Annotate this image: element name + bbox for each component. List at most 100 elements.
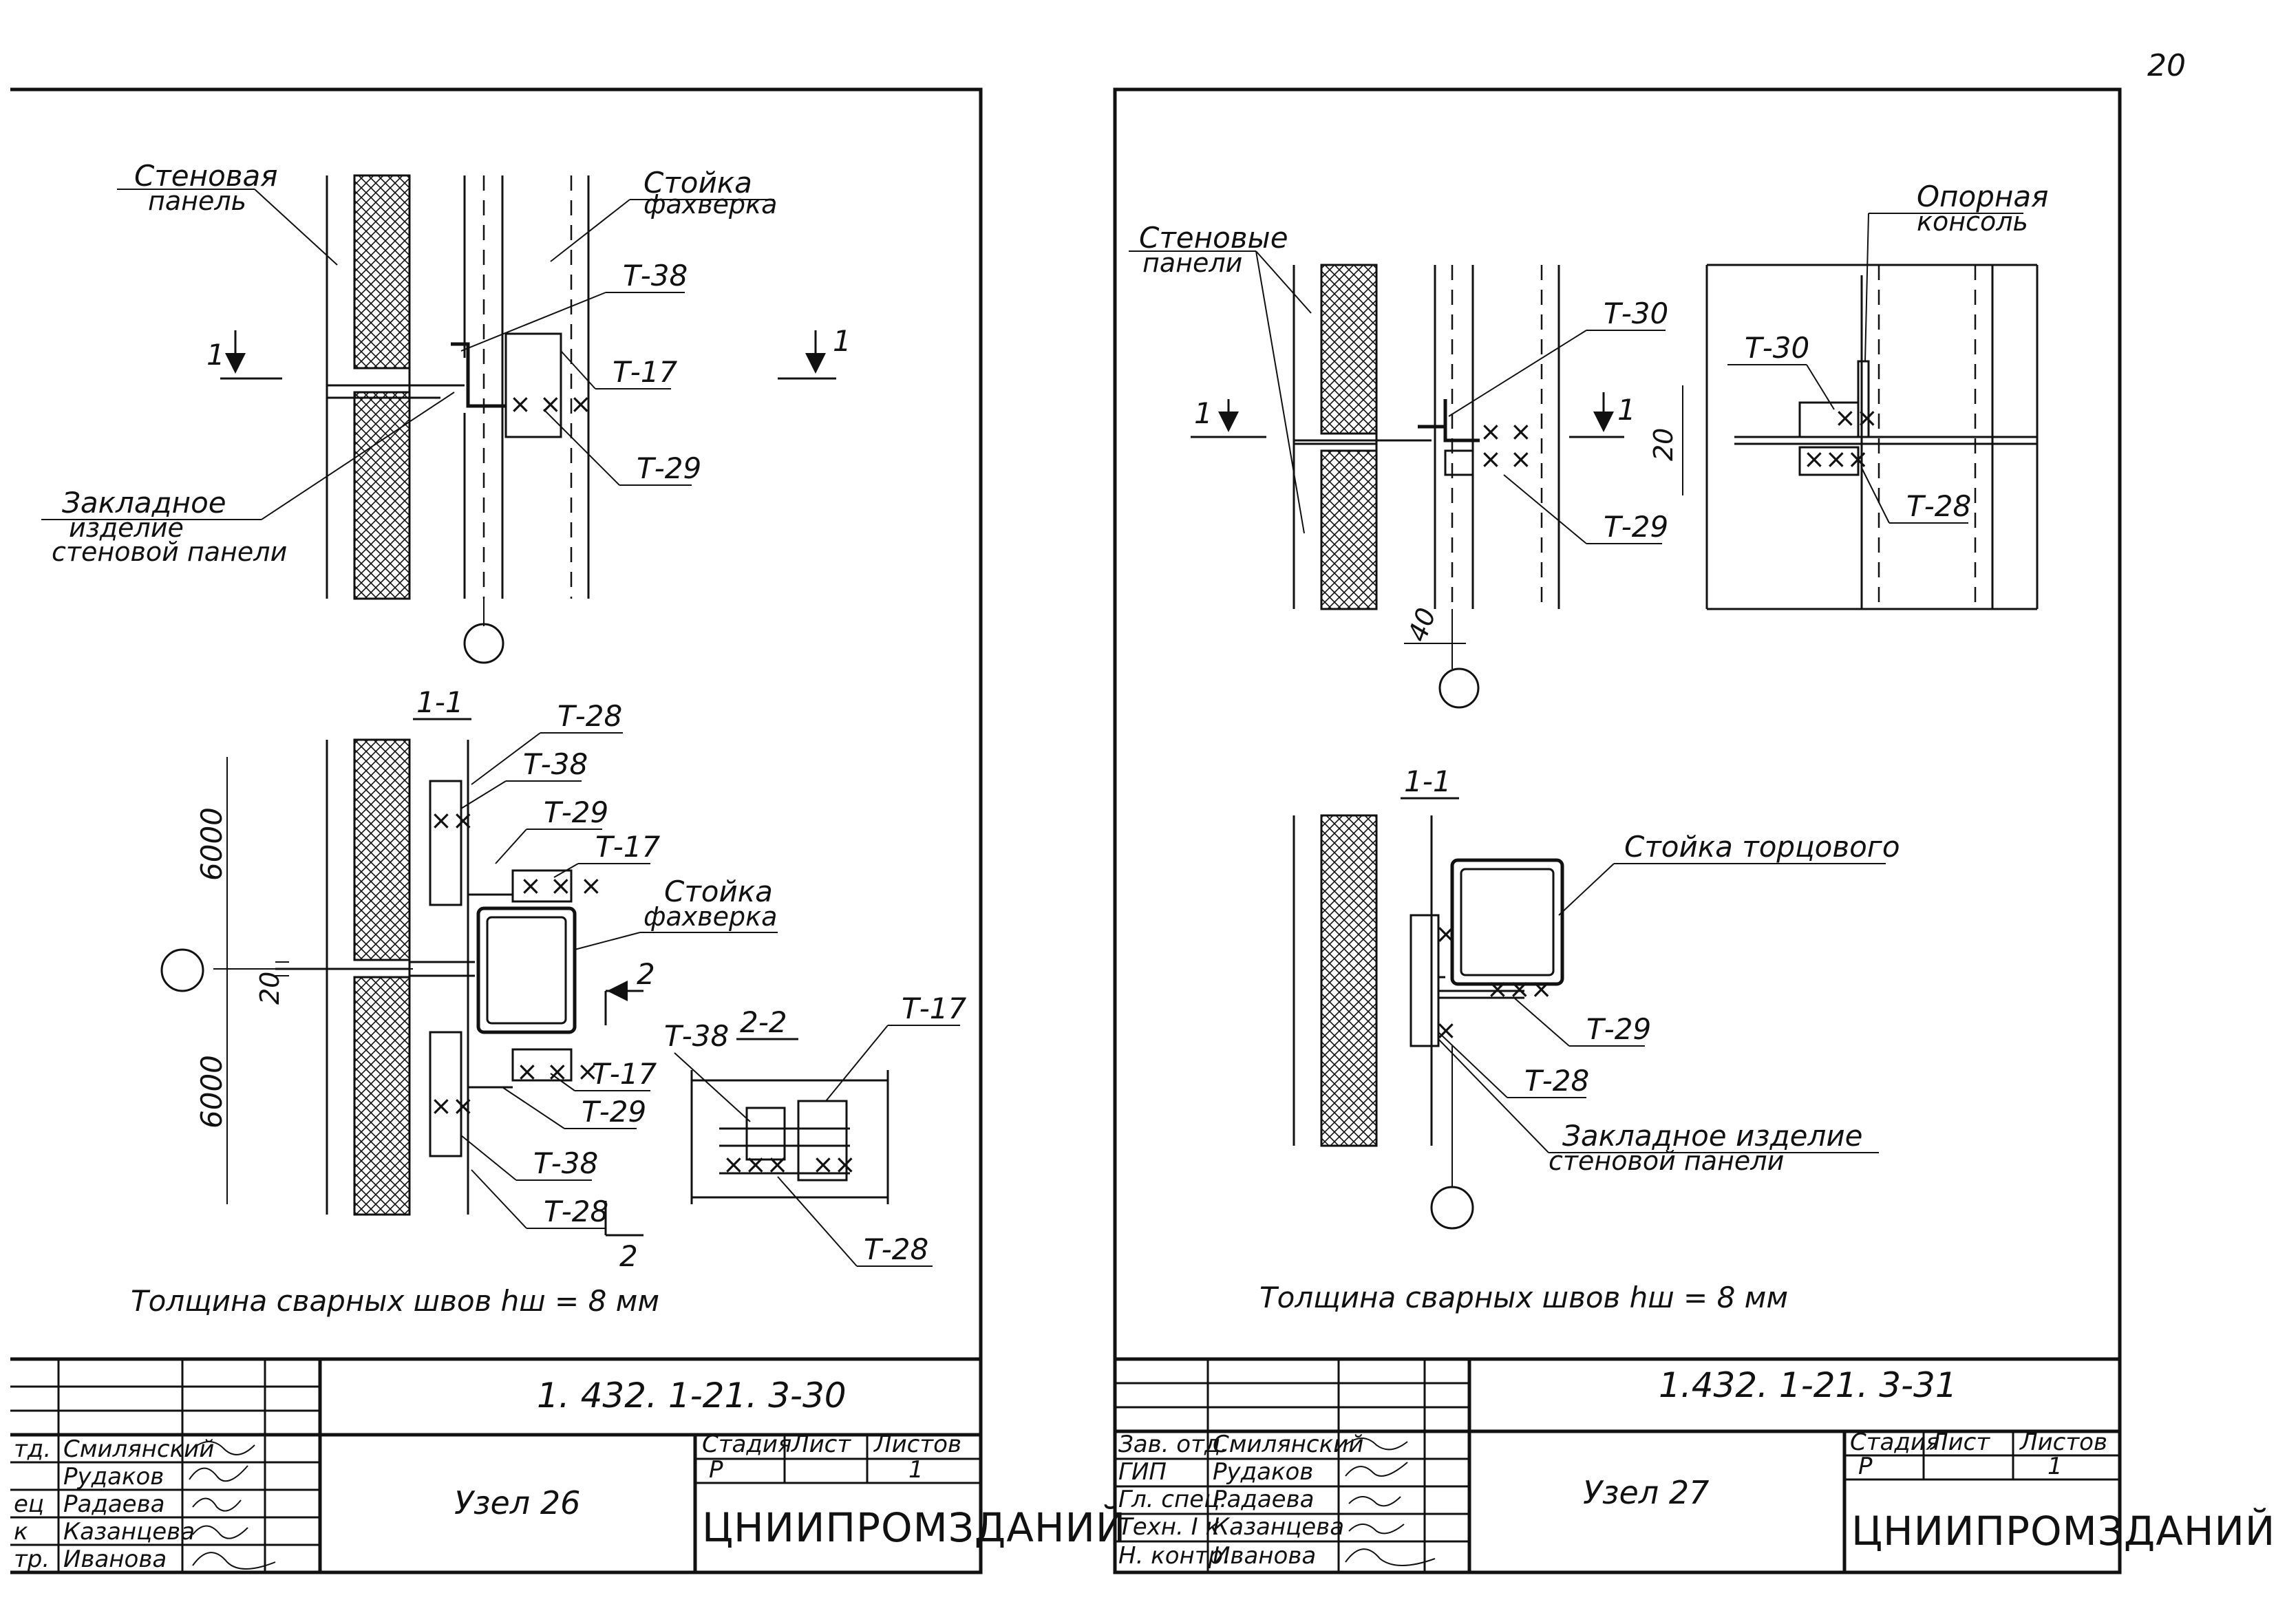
- right-node-title: Узел 27: [1583, 1474, 1709, 1511]
- right-role-1: Зав. отд.: [1118, 1431, 1228, 1458]
- label-post-section: Стойка: [664, 875, 773, 908]
- svg-text:фахверка: фахверка: [643, 901, 777, 932]
- label-t28-c: Т-28: [864, 1232, 928, 1266]
- svg-text:× × ×: × × ×: [516, 1056, 599, 1087]
- svg-text:тд.: тд.: [14, 1435, 51, 1463]
- dim-20-right: 20: [1648, 428, 1679, 461]
- label-embedded: Закладное: [62, 486, 226, 520]
- right-role-5: Н. контр.: [1118, 1542, 1231, 1570]
- right-weld-note: Толщина сварных швов hш = 8 мм: [1259, 1281, 1788, 1314]
- right-sheets-value: 1: [2047, 1453, 2063, 1480]
- svg-text:изделие: изделие: [69, 513, 184, 543]
- left-title-block: 1. 432. 1-21. 3-30 Узел 26 Стадия Лист Л…: [10, 1357, 1126, 1573]
- signature-4: [192, 1525, 248, 1539]
- section-mark-left: 1: [206, 338, 225, 372]
- left-name-2: Рудаков: [63, 1463, 164, 1491]
- right-section-mark-right: 1: [1617, 393, 1636, 427]
- label-t29-a-right: Т-29: [1604, 510, 1668, 544]
- left-name-3: Радаева: [63, 1491, 164, 1518]
- signature-2: [189, 1465, 248, 1482]
- right-name-2: Рудаков: [1213, 1458, 1313, 1486]
- left-name-1: Смилянский: [63, 1435, 214, 1463]
- label-t38-top: Т-38: [623, 259, 688, 292]
- label-wall-panel: Стеновая: [134, 159, 278, 193]
- left-name-5: Иванова: [63, 1546, 167, 1573]
- left-elevation: × × × 1 1 Стеновая панель Стойка фахверк…: [41, 159, 851, 664]
- label-t17-a: Т-17: [595, 830, 661, 864]
- svg-text:× × ×: × × ×: [520, 870, 602, 901]
- svg-text:×: ×: [1435, 919, 1457, 949]
- label-t38-b: Т-38: [533, 1146, 598, 1180]
- dim-20-left: 20: [255, 972, 285, 1005]
- label-embedded-right: Закладное изделие: [1562, 1119, 1863, 1153]
- left-section-title: 1-1: [416, 685, 464, 719]
- svg-text:××: ××: [430, 805, 474, 835]
- svg-text:фахверка: фахверка: [643, 189, 777, 220]
- label-t17-c: Т-17: [902, 992, 967, 1025]
- right-role-2: ГИП: [1118, 1458, 1167, 1486]
- section-2-title: 2-2: [740, 1005, 787, 1039]
- svg-text:××: ××: [812, 1149, 856, 1179]
- svg-text:тр.: тр.: [14, 1546, 50, 1573]
- right-section-1-1: 1-1 ××× × × Стойка торцового Т-29 Т-28 З…: [1293, 765, 1900, 1230]
- svg-text:×××: ×××: [1803, 444, 1869, 474]
- left-section-1-1: 1-1 ×× ×× × × × × × × 6000: [160, 685, 778, 1273]
- left-sheet-frame: [10, 87, 983, 1574]
- axis-marker-right: [1438, 667, 1480, 709]
- label-t28-b: Т-28: [544, 1195, 608, 1228]
- svg-text:стеновой панели: стеновой панели: [52, 537, 287, 567]
- left-org-name: ЦНИИПРОМЗДАНИЙ: [702, 1504, 1126, 1551]
- right-name-5: Иванова: [1213, 1542, 1316, 1570]
- svg-text:×××: ×××: [723, 1149, 789, 1179]
- dim-40: 40: [1402, 604, 1442, 645]
- signature-r2: [1345, 1462, 1408, 1477]
- label-t30-b: Т-30: [1745, 331, 1809, 365]
- axis-marker: [463, 623, 504, 664]
- label-t30-a: Т-30: [1604, 297, 1668, 330]
- svg-text:панель: панель: [148, 186, 246, 216]
- right-stage-header: Стадия: [1850, 1429, 1939, 1456]
- left-doc-code: 1. 432. 1-21. 3-30: [537, 1376, 847, 1415]
- svg-text:× ×: × ×: [1480, 416, 1532, 447]
- signature-5: [192, 1552, 276, 1570]
- left-weld-note: Толщина сварных швов hш = 8 мм: [131, 1284, 659, 1318]
- right-title-block: 1.432. 1-21. 3-31 Узел 27 Стадия Лист Ли…: [1115, 1357, 2275, 1572]
- right-role-4: Техн. I к: [1118, 1513, 1220, 1541]
- axis-marker-right-section: [1430, 1186, 1474, 1230]
- svg-text:ец: ец: [14, 1491, 44, 1518]
- right-sheet-header: Лист: [1929, 1429, 1990, 1456]
- section-2-mark-bottom: 2: [619, 1239, 638, 1273]
- signature-r1: [1345, 1438, 1408, 1451]
- svg-text:×: ×: [1435, 1015, 1457, 1045]
- label-support: Опорная: [1917, 180, 2048, 213]
- svg-text:× × ×: × × ×: [509, 389, 592, 419]
- right-sheets-header: Листов: [2019, 1429, 2107, 1456]
- label-t38-c: Т-38: [664, 1019, 729, 1053]
- signature-3: [192, 1497, 242, 1512]
- label-post-right: Стойка торцового: [1624, 830, 1900, 864]
- label-t28-b-right: Т-28: [1524, 1064, 1589, 1098]
- left-sheet-header: Лист: [790, 1431, 851, 1458]
- right-sheet-frame: [1113, 87, 2122, 1574]
- svg-text:×××: ×××: [1487, 974, 1553, 1004]
- right-org-name: ЦНИИПРОМЗДАНИЙ: [1851, 1507, 2275, 1554]
- svg-text:××: ××: [430, 1091, 474, 1121]
- svg-text:××: ××: [1834, 403, 1878, 433]
- right-stage-value: Р: [1858, 1453, 1873, 1480]
- left-node-title: Узел 26: [454, 1484, 580, 1521]
- label-t17-top: Т-17: [613, 355, 678, 389]
- left-sheet: × × × 1 1 Стеновая панель Стойка фахверк…: [10, 87, 1126, 1574]
- dim-6000-bottom: 6000: [195, 1055, 228, 1129]
- svg-text:панели: панели: [1142, 248, 1242, 278]
- label-t28-a: Т-28: [557, 699, 622, 733]
- label-t29-top: Т-29: [637, 451, 701, 485]
- left-sheets-value: 1: [908, 1456, 924, 1484]
- right-section-title: 1-1: [1404, 765, 1451, 798]
- svg-text:к: к: [14, 1518, 28, 1546]
- right-role-3: Гл. спец.: [1118, 1486, 1227, 1513]
- signature-r5: [1345, 1548, 1436, 1566]
- signature-1: [192, 1441, 255, 1455]
- right-name-3: Радаева: [1213, 1486, 1314, 1513]
- page-number: 20: [2147, 48, 2186, 83]
